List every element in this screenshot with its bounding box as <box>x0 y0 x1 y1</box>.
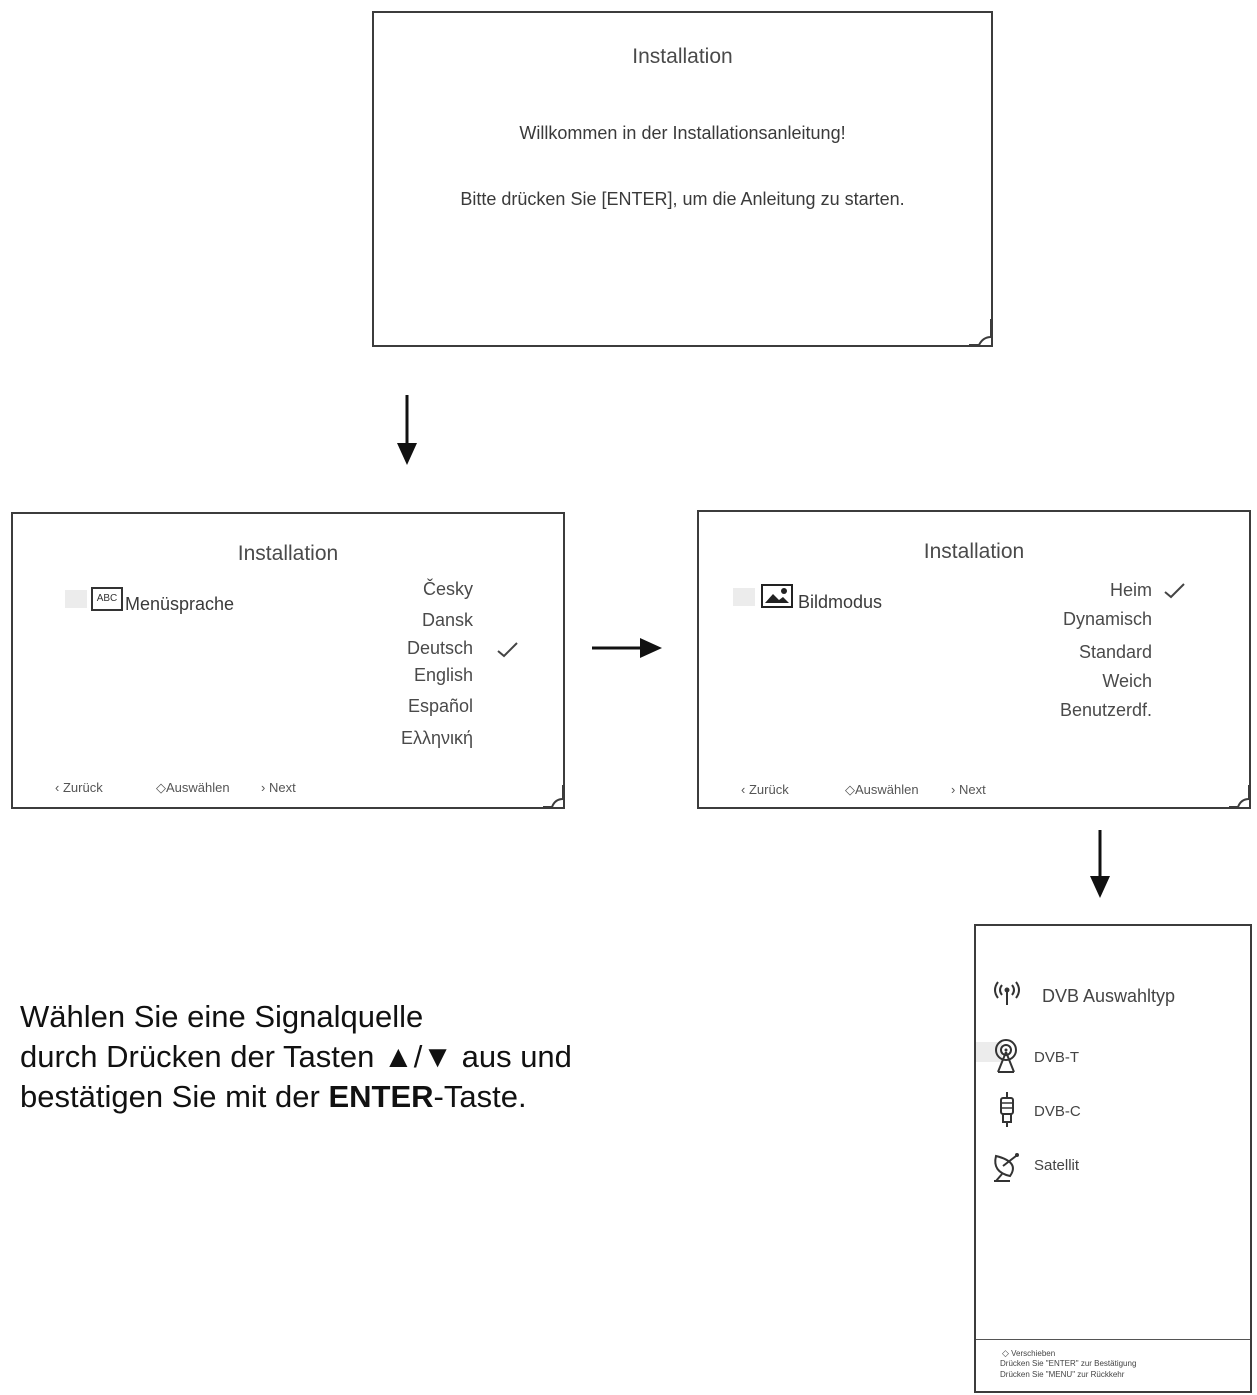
chevron-right-icon: › <box>261 780 266 795</box>
chevron-left-icon: ‹ <box>741 782 746 797</box>
footer-hint-menu: Drücken Sie "MENU" zur Rückkehr <box>1000 1370 1125 1379</box>
caption-enter-key: ENTER <box>328 1079 434 1114</box>
picture-mode-screen: Installation Bildmodus Heim Dynamisch St… <box>697 510 1251 809</box>
welcome-title: Installation <box>632 45 733 68</box>
flow-arrow-down-2 <box>1090 830 1110 898</box>
terrestrial-antenna-icon <box>995 1039 1017 1073</box>
nav-back-label: Zurück <box>748 782 789 797</box>
page-fold-corner <box>969 319 992 346</box>
broadcast-antenna-icon <box>994 981 1020 1005</box>
nav-back[interactable]: ‹ Zurück <box>55 780 103 795</box>
page-fold-corner <box>1229 785 1250 808</box>
dvb-option-dvb-t[interactable]: DVB-T <box>1034 1049 1079 1066</box>
caption-line-3: bestätigen Sie mit der ENTER-Taste. <box>20 1077 572 1117</box>
cable-plug-icon <box>1000 1092 1014 1127</box>
nav-next-label: Next <box>958 782 986 797</box>
nav-select-label: Auswählen <box>166 780 230 795</box>
page-fold-corner <box>543 785 564 808</box>
welcome-screen: Installation Willkommen in der Installat… <box>372 11 993 347</box>
highlight-bar <box>65 590 87 608</box>
caption-line-3-post: -Taste. <box>433 1079 527 1114</box>
updown-diamond-icon: ◇ <box>845 782 855 797</box>
check-icon <box>1164 583 1185 599</box>
updown-diamond-icon: ◇ <box>156 780 166 795</box>
picture-option-heim[interactable]: Heim <box>1109 580 1152 600</box>
picture-icon <box>761 584 793 608</box>
setting-label-menu-language: Menüsprache <box>125 594 235 614</box>
footer-hint-enter: Drücken Sie "ENTER" zur Bestätigung <box>1000 1359 1137 1368</box>
picture-option-benutzerdf[interactable]: Benutzerdf. <box>1059 700 1152 720</box>
nav-select[interactable]: ◇Auswählen <box>845 782 919 798</box>
caption-line-3-pre: bestätigen Sie mit der <box>20 1079 329 1114</box>
dvb-type-screen: DVB Auswahltyp DVB-T DVB-C Satellit ◇ Ve… <box>974 924 1252 1393</box>
satellite-dish-icon <box>994 1153 1019 1182</box>
language-option-deutsch[interactable]: Deutsch <box>406 638 473 658</box>
nav-back-label: Zurück <box>62 780 103 795</box>
highlight-bar <box>733 588 755 606</box>
updown-diamond-icon: ◇ <box>1002 1348 1009 1358</box>
language-screen: Installation ABC Menüsprache Česky Dansk… <box>11 512 565 809</box>
nav-next-label: Next <box>268 780 296 795</box>
footer-hint-move: ◇ Verschieben <box>1002 1348 1055 1359</box>
picture-option-weich[interactable]: Weich <box>1102 671 1152 691</box>
language-screen-title: Installation <box>237 542 339 565</box>
chevron-right-icon: › <box>951 782 956 797</box>
language-option-espanol[interactable]: Español <box>407 696 473 716</box>
caption-line-2: durch Drücken der Tasten ▲/▼ aus und <box>20 1039 572 1074</box>
welcome-message: Willkommen in der Installationsanleitung… <box>519 123 846 143</box>
chevron-left-icon: ‹ <box>55 780 60 795</box>
nav-select[interactable]: ◇Auswählen <box>156 780 230 796</box>
footer-hint-move-label: Verschieben <box>1011 1349 1056 1358</box>
language-option-greek[interactable]: Ελληνική <box>400 728 473 748</box>
language-option-dansk[interactable]: Dansk <box>421 610 473 630</box>
caption-line-1: Wählen Sie eine Signalquelle <box>20 999 424 1034</box>
flow-arrow-right <box>592 638 662 658</box>
footer-divider <box>976 1339 1250 1340</box>
picture-option-standard[interactable]: Standard <box>1078 642 1152 662</box>
dvb-type-title: DVB Auswahltyp <box>1042 986 1176 1006</box>
nav-next[interactable]: › Next <box>951 782 986 797</box>
check-icon <box>497 642 518 658</box>
start-instruction: Bitte drücken Sie [ENTER], um die Anleit… <box>460 189 905 209</box>
instruction-caption: Wählen Sie eine Signalquelle durch Drück… <box>20 997 572 1117</box>
dvb-option-dvb-c[interactable]: DVB-C <box>1034 1103 1081 1120</box>
setting-label-picture-mode: Bildmodus <box>798 592 883 612</box>
nav-select-label: Auswählen <box>855 782 919 797</box>
abc-icon: ABC <box>91 587 123 611</box>
picture-mode-screen-title: Installation <box>923 540 1025 563</box>
picture-option-dynamisch[interactable]: Dynamisch <box>1062 609 1152 629</box>
nav-back[interactable]: ‹ Zurück <box>741 782 789 797</box>
language-option-cesky[interactable]: Česky <box>422 579 473 599</box>
flow-arrow-down-1 <box>397 395 417 465</box>
language-option-english[interactable]: English <box>413 665 473 685</box>
dvb-option-satellit[interactable]: Satellit <box>1034 1157 1080 1174</box>
nav-next[interactable]: › Next <box>261 780 296 795</box>
